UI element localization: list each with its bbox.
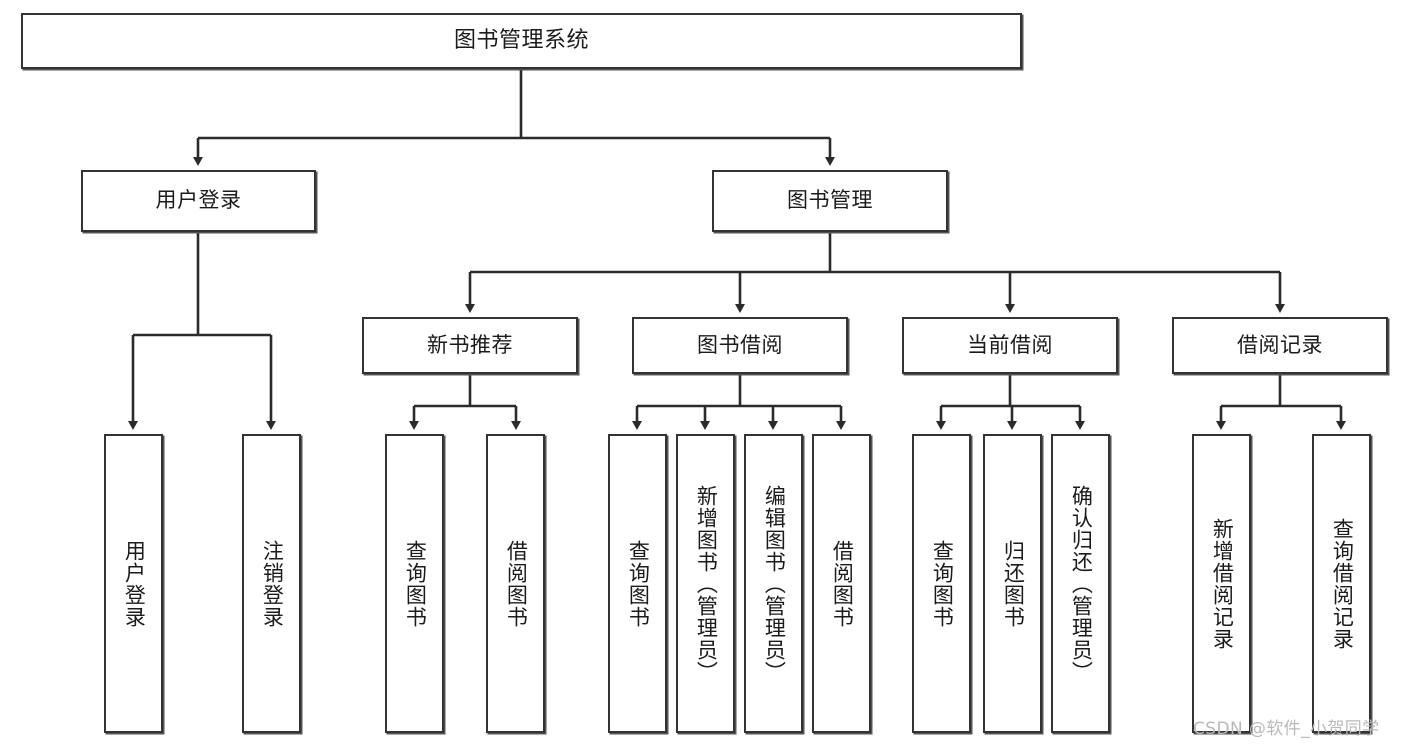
leaf-borrow-book-recommend[interactable]: 借阅图书 (486, 434, 545, 733)
node-label: 查询图书 (403, 539, 428, 628)
node-new-book-recommend[interactable]: 新书推荐 (362, 317, 578, 374)
leaf-user-login[interactable]: 用户登录 (104, 434, 163, 733)
node-label: 借阅记录 (1237, 332, 1323, 357)
node-label: 归还图书 (1001, 539, 1026, 628)
node-label: 借阅图书 (830, 539, 855, 628)
leaf-query-book-borrow[interactable]: 查询图书 (608, 434, 667, 733)
leaf-edit-book-admin[interactable]: 编辑图书（管理员） (744, 434, 803, 733)
node-label: 图书管理 (787, 188, 873, 213)
node-label: 查询借阅记录 (1330, 517, 1355, 650)
leaf-return-book[interactable]: 归还图书 (983, 434, 1042, 733)
leaf-query-book-recommend[interactable]: 查询图书 (385, 434, 444, 733)
node-label: 新书推荐 (427, 332, 513, 357)
node-label: 用户登录 (155, 188, 242, 213)
leaf-confirm-return-admin[interactable]: 确认归还（管理员） (1051, 434, 1110, 733)
node-label: 当前借阅 (967, 332, 1053, 357)
node-label: 新增图书（管理员） (694, 484, 719, 683)
node-label: 借阅图书 (504, 539, 529, 628)
node-root-system[interactable]: 图书管理系统 (21, 13, 1022, 69)
node-label: 确认归还（管理员） (1069, 484, 1094, 683)
node-book-borrow[interactable]: 图书借阅 (632, 317, 848, 374)
leaf-logout-login[interactable]: 注销登录 (242, 434, 301, 733)
leaf-query-borrow-record[interactable]: 查询借阅记录 (1312, 434, 1371, 733)
node-label: 图书借阅 (697, 332, 783, 357)
leaf-query-book-current[interactable]: 查询图书 (912, 434, 971, 733)
node-label: 编辑图书（管理员） (762, 484, 787, 683)
leaf-borrow-book[interactable]: 借阅图书 (812, 434, 871, 733)
node-book-management[interactable]: 图书管理 (712, 170, 948, 232)
node-label: 用户登录 (122, 539, 147, 628)
node-borrow-record[interactable]: 借阅记录 (1172, 317, 1388, 374)
leaf-add-book-admin[interactable]: 新增图书（管理员） (676, 434, 735, 733)
csdn-watermark: CSDN @软件_小贺同学 (1193, 719, 1380, 739)
node-label: 图书管理系统 (453, 27, 589, 53)
node-label: 查询图书 (930, 539, 955, 628)
leaf-add-borrow-record[interactable]: 新增借阅记录 (1192, 434, 1251, 733)
node-label: 注销登录 (260, 539, 285, 628)
node-current-borrow[interactable]: 当前借阅 (902, 317, 1118, 374)
node-user-login[interactable]: 用户登录 (81, 170, 316, 232)
node-label: 新增借阅记录 (1210, 517, 1235, 650)
node-label: 查询图书 (626, 539, 651, 628)
